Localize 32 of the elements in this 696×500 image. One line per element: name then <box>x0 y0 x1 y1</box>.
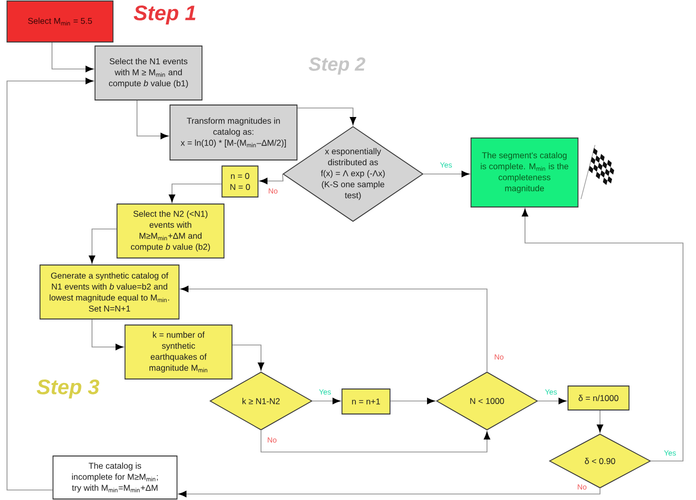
process-box: n = 0 N = 0 <box>222 166 258 198</box>
process-box: Select M$_{min}$ = 5.5 <box>6 0 114 42</box>
process-box: Select the N2 (<N1) events with M≥M$_{min}$+ΔM and compute b value (b2) <box>116 204 224 258</box>
arrow <box>390 398 435 404</box>
process-box: n = n+1 <box>342 388 390 414</box>
arrow <box>136 100 168 140</box>
process-box: k = number of synthetic earthquakes of magnitude M$_{min}$ <box>124 324 232 380</box>
arrow <box>92 319 124 350</box>
arrow <box>423 170 470 178</box>
process-box: The catalog is incomplete for M≥M$_{min}$; try with M$_{min}$=M$_{min}$+ΔM <box>52 456 178 500</box>
arrow <box>312 398 340 404</box>
arrow <box>260 430 490 452</box>
process-box: Select the N1 events with M ≥ M$_{min}$ and compute b value (b1) <box>94 46 202 100</box>
arrow <box>538 398 566 404</box>
arrow <box>596 410 604 432</box>
arrow <box>260 174 284 184</box>
arrow <box>52 42 94 72</box>
arrow <box>297 108 356 125</box>
arrow <box>178 488 600 498</box>
process-box: δ = n/1000 <box>568 386 630 410</box>
step-heading: Step 2 <box>308 57 366 75</box>
arrow <box>168 184 222 202</box>
process-box: The segment's catalog is complete. M$_{min}$ is the completeness magnitude <box>470 138 578 208</box>
step-heading: Step 3 <box>36 379 100 398</box>
process-box: Transform magnitudes in catalog as: x = ln(10) * [M-(M$_{min}$–ΔM/2)] <box>170 104 298 160</box>
process-box: Generate a synthetic catalog of N1 events with b value=b2 and lowest magnitude equal to M$_{min}$. Set N=N+1 <box>40 264 180 320</box>
step-heading: Step 1 <box>134 5 196 24</box>
arrow <box>88 228 117 264</box>
arrow <box>180 286 488 372</box>
arrow <box>6 78 94 490</box>
arrow <box>232 344 264 370</box>
arrow <box>522 208 684 462</box>
